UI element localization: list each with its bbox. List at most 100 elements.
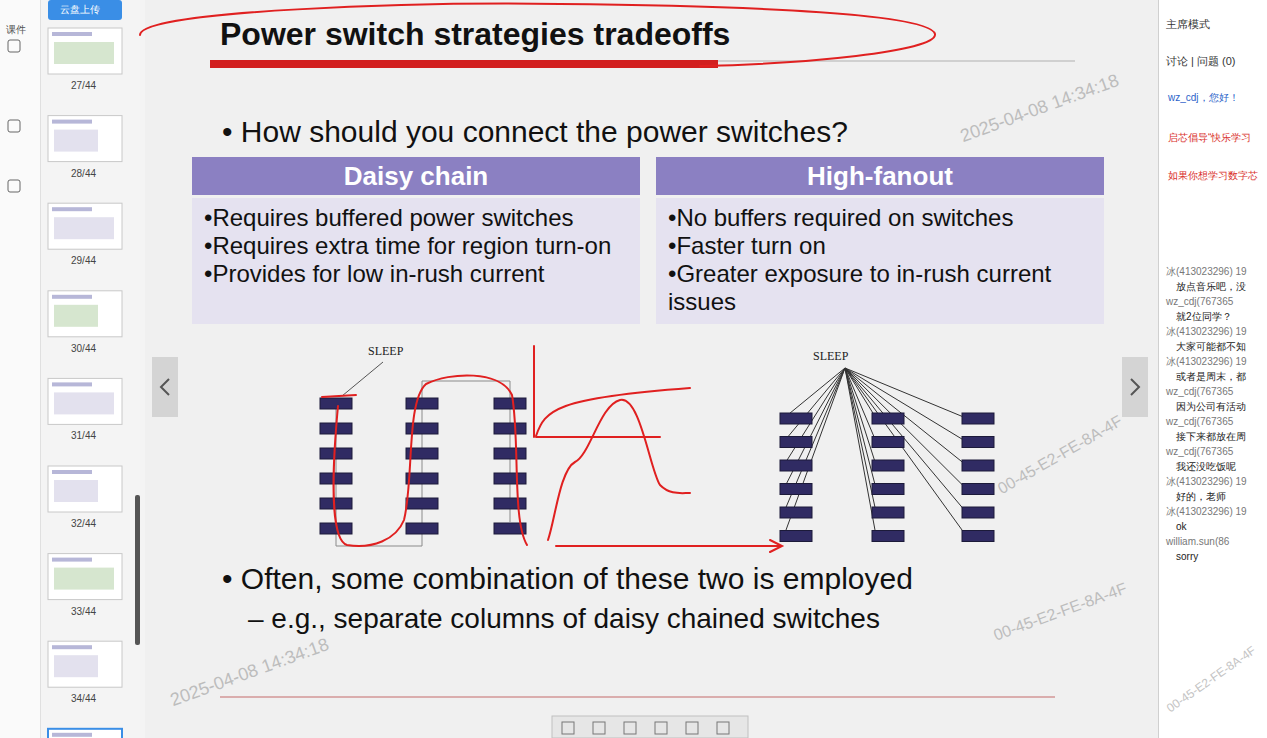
bullet-text: • Often, some combination of these two i… xyxy=(222,562,913,597)
chat-panel xyxy=(1158,0,1267,738)
nav-chevron xyxy=(161,379,169,395)
power-switch xyxy=(962,531,994,542)
slide-thumbnail xyxy=(48,203,122,249)
chat-notice: wz_cdj，您好！ xyxy=(1168,92,1239,104)
page-number: 29/44 xyxy=(71,255,96,267)
chat-message: ok xyxy=(1176,521,1187,533)
thumbnail-content xyxy=(54,217,114,239)
chat-message: 好的，老师 xyxy=(1176,491,1226,503)
chat-message: 放点音乐吧，没 xyxy=(1176,281,1246,293)
thumbnail-bar xyxy=(52,645,92,649)
power-switch xyxy=(962,460,994,471)
power-switch xyxy=(780,413,812,424)
power-switch xyxy=(872,460,904,471)
chat-message: 接下来都放在周 xyxy=(1176,431,1246,443)
fanout-wire xyxy=(845,368,966,465)
fanout-wire xyxy=(845,368,876,536)
thumbnail-bar xyxy=(52,207,92,211)
toolbar-icon xyxy=(655,722,667,734)
toolbar-icon xyxy=(624,722,636,734)
nav-chevron xyxy=(1131,379,1139,395)
chat-notice: 启芯倡导“快乐学习 xyxy=(1168,132,1251,144)
fanout-wire xyxy=(845,368,966,536)
upload-button xyxy=(48,0,122,20)
power-switch xyxy=(962,437,994,448)
bullet-point: •Faster turn on xyxy=(668,232,1092,260)
fanout-wire xyxy=(845,368,966,489)
sidebar-scrollbar xyxy=(135,495,140,645)
chat-sender: wz_cdj(767365 xyxy=(1166,416,1233,428)
page-number: 27/44 xyxy=(71,80,96,92)
thumbnail-bar xyxy=(52,470,92,474)
panel-heading: Daisy chain xyxy=(192,157,640,195)
button-label: 云盘上传 xyxy=(60,4,100,16)
power-switch xyxy=(494,423,526,434)
comparison-panel: Daisy chain•Requires buffered power swit… xyxy=(192,157,640,324)
slide-thumbnail xyxy=(48,28,122,74)
panel-tabs: 讨论 | 问题 (0) xyxy=(1166,55,1235,68)
power-switch xyxy=(320,398,352,409)
power-switch xyxy=(494,498,526,509)
pen-annotation xyxy=(322,375,527,546)
thumbnail-bar xyxy=(52,120,92,124)
fanout-wire xyxy=(845,368,966,512)
chat-message: 或者是周末，都 xyxy=(1176,371,1246,383)
thumbnail-content xyxy=(54,480,98,502)
power-switch xyxy=(872,507,904,518)
toolbar-icon xyxy=(593,722,605,734)
power-switch xyxy=(780,437,812,448)
bullet-text: • How should you connect the power switc… xyxy=(222,115,848,150)
power-switch xyxy=(872,531,904,542)
pen-toolbar xyxy=(552,716,748,738)
fanout-wire xyxy=(845,368,966,442)
slide-thumbnail xyxy=(48,554,122,600)
power-switch xyxy=(780,460,812,471)
thumbnail-content xyxy=(54,392,114,414)
thumbnail-content xyxy=(54,42,114,64)
chat-sender: william.sun(86 xyxy=(1166,536,1229,548)
thumbnail-bar xyxy=(52,382,92,386)
thumbnail-content xyxy=(54,305,98,327)
power-switch xyxy=(872,413,904,424)
slide-title: Power switch strategies tradeoffs xyxy=(220,16,730,53)
page-number: 30/44 xyxy=(71,343,96,355)
toolbar-icon xyxy=(562,722,574,734)
thumbnail-bar xyxy=(52,32,92,36)
chat-sender: 冰(413023296) 19 xyxy=(1166,506,1247,518)
thumbnail-bar xyxy=(52,295,92,299)
tool-icon xyxy=(8,120,20,132)
panel-body: •No buffers required on switches•Faster … xyxy=(656,195,1104,324)
chat-message: 因为公司有活动 xyxy=(1176,401,1246,413)
slide-thumbnail xyxy=(48,116,122,162)
nav-button xyxy=(152,357,178,417)
tool-label: 课件 xyxy=(6,24,26,36)
signal-name: SLEEP xyxy=(813,350,848,364)
power-switch xyxy=(780,507,812,518)
power-switch xyxy=(406,498,438,509)
footer-rule xyxy=(220,697,1055,698)
power-switch xyxy=(320,448,352,459)
chat-sender: wz_cdj(767365 xyxy=(1166,446,1233,458)
slide-thumbnail xyxy=(48,466,122,512)
chat-message: 我还没吃饭呢 xyxy=(1176,461,1236,473)
panel-mode: 主席模式 xyxy=(1166,18,1210,31)
thumbnail-content xyxy=(54,655,98,677)
power-switch xyxy=(320,473,352,484)
tool-icon xyxy=(8,180,20,192)
power-switch xyxy=(406,398,438,409)
bullet-point: •Requires extra time for region turn-on xyxy=(204,232,628,260)
power-switch xyxy=(780,531,812,542)
chat-sender: wz_cdj(767365 xyxy=(1166,296,1233,308)
page-number: 34/44 xyxy=(71,693,96,705)
chain-wire xyxy=(336,381,510,546)
chat-message: 大家可能都不知 xyxy=(1176,341,1246,353)
slide-thumbnail xyxy=(48,378,122,424)
power-switch xyxy=(780,484,812,495)
chat-sender: 冰(413023296) 19 xyxy=(1166,326,1247,338)
title-red-bar xyxy=(210,60,718,68)
toolbar-icon xyxy=(717,722,729,734)
power-switch xyxy=(872,437,904,448)
slide-thumbnail xyxy=(48,291,122,337)
sub-bullet-text: – e.g., separate columns of daisy chaine… xyxy=(248,603,880,635)
